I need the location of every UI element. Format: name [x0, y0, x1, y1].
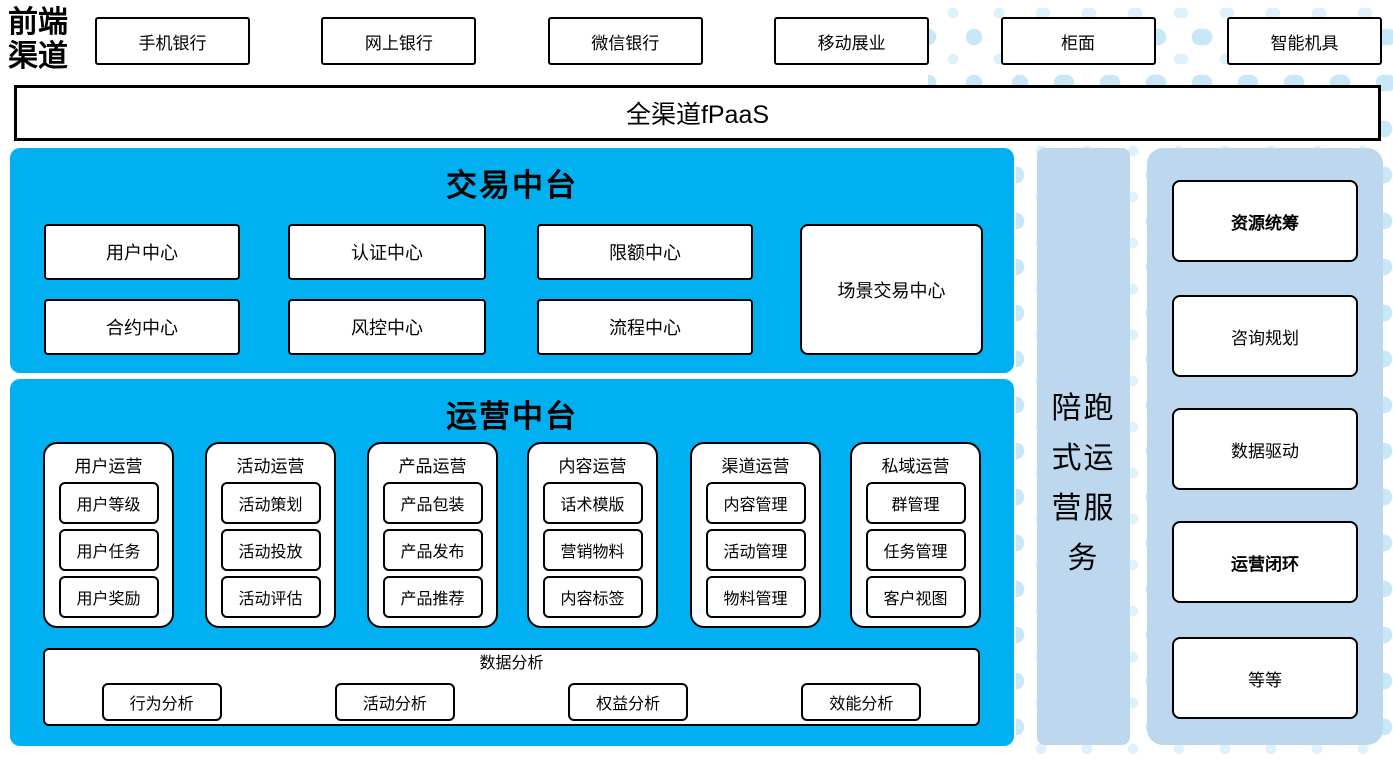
accompanying-operation-service-label: 陪跑式运营服务: [1051, 392, 1116, 575]
ops-item: 物料管理: [705, 576, 806, 618]
channel-box-online-banking: 网上银行: [321, 17, 477, 65]
ops-item: 客户视图: [865, 576, 966, 618]
ops-item: 群管理: [865, 482, 966, 524]
trading-box-auth-center: 认证中心: [288, 224, 486, 280]
ops-card-channel-operations: 渠道运营 内容管理 活动管理 物料管理: [690, 442, 821, 628]
service-box-etc: 等等: [1172, 637, 1358, 719]
ops-item: 产品发布: [382, 529, 483, 571]
operations-platform-title: 运营中台: [446, 399, 578, 434]
service-box-resource-coordination: 资源统筹: [1172, 180, 1358, 262]
channel-box-smart-devices: 智能机具: [1226, 17, 1382, 65]
service-box-data-driven: 数据驱动: [1172, 408, 1358, 490]
ops-item: 产品包装: [382, 482, 483, 524]
analysis-box-benefits: 权益分析: [568, 683, 689, 721]
accompanying-operation-service-bar: 陪跑式运营服务: [1037, 148, 1130, 745]
trading-platform-panel: 交易中台 用户中心 认证中心 限额中心 合约中心 风控中心 流程中心 场景交易中…: [10, 148, 1014, 373]
analysis-box-behavior: 行为分析: [101, 683, 222, 721]
trading-box-contract-center: 合约中心: [44, 299, 240, 355]
trading-box-limit-center: 限额中心: [537, 224, 753, 280]
frontend-channels-row: 手机银行 网上银行 微信银行 移动展业 柜面 智能机具: [95, 17, 1382, 65]
ops-card-user-operations: 用户运营 用户等级 用户任务 用户奖励: [43, 442, 174, 628]
analysis-box-efficiency: 效能分析: [801, 683, 922, 721]
data-analysis-title: 数据分析: [479, 655, 544, 672]
ops-item: 活动评估: [220, 576, 321, 618]
ops-item: 内容标签: [542, 576, 643, 618]
channel-box-mobile-banking: 手机银行: [95, 17, 250, 65]
data-analysis-strip: 数据分析 行为分析 活动分析 权益分析 效能分析: [43, 648, 980, 726]
trading-box-scenario-trading-center: 场景交易中心: [800, 224, 983, 355]
service-box-consulting-planning: 咨询规划: [1172, 295, 1358, 377]
analysis-box-campaign: 活动分析: [334, 683, 455, 721]
ops-item: 用户等级: [58, 482, 159, 524]
omnichannel-fpaas-bar: 全渠道fPaaS: [14, 85, 1381, 141]
ops-item: 活动投放: [220, 529, 321, 571]
ops-item: 产品推荐: [382, 576, 483, 618]
ops-card-title: 内容运营: [558, 457, 627, 476]
ops-card-title: 用户运营: [74, 457, 143, 476]
ops-card-product-operations: 产品运营 产品包装 产品发布 产品推荐: [367, 442, 498, 628]
channel-box-counter: 柜面: [1000, 17, 1156, 65]
ops-item: 用户奖励: [58, 576, 159, 618]
ops-card-title: 活动运营: [236, 457, 305, 476]
service-list-panel: 资源统筹 咨询规划 数据驱动 运营闭环 等等: [1147, 148, 1383, 745]
trading-box-process-center: 流程中心: [537, 299, 753, 355]
ops-card-private-domain-operations: 私域运营 群管理 任务管理 客户视图: [850, 442, 981, 628]
ops-item: 内容管理: [705, 482, 806, 524]
ops-item: 营销物料: [542, 529, 643, 571]
ops-card-campaign-operations: 活动运营 活动策划 活动投放 活动评估: [205, 442, 336, 628]
ops-item: 活动管理: [705, 529, 806, 571]
trading-platform-title: 交易中台: [446, 168, 578, 203]
operations-platform-panel: 运营中台 用户运营 用户等级 用户任务 用户奖励 活动运营 活动策划 活动投放 …: [10, 379, 1014, 746]
ops-card-title: 产品运营: [398, 457, 467, 476]
ops-item: 活动策划: [220, 482, 321, 524]
service-box-operation-loop: 运营闭环: [1172, 521, 1358, 603]
frontend-channels-label: 前端渠道: [8, 6, 68, 73]
channel-box-wechat-banking: 微信银行: [547, 17, 703, 65]
ops-card-title: 私域运营: [881, 457, 950, 476]
data-analysis-row: 行为分析 活动分析 权益分析 效能分析: [45, 683, 978, 721]
ops-item: 任务管理: [865, 529, 966, 571]
ops-card-title: 渠道运营: [721, 457, 790, 476]
ops-item: 用户任务: [58, 529, 159, 571]
trading-box-user-center: 用户中心: [44, 224, 240, 280]
ops-card-content-operations: 内容运营 话术模版 营销物料 内容标签: [527, 442, 658, 628]
channel-box-mobile-marketing: 移动展业: [774, 17, 930, 65]
trading-box-risk-center: 风控中心: [288, 299, 486, 355]
ops-item: 话术模版: [542, 482, 643, 524]
